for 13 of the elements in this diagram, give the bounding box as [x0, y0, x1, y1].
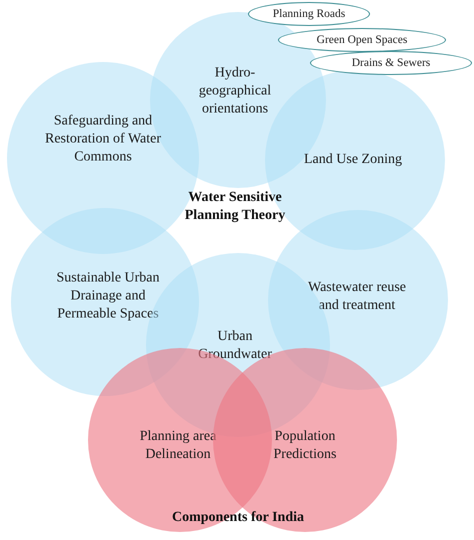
circle-label: Planning area Delineation [138, 428, 218, 464]
circle-label: Sustainable Urban Drainage and Permeable Spaces [55, 270, 161, 324]
group-heading: Components for India [171, 508, 305, 527]
circle-label: Hydro- geographical orientations [198, 64, 272, 120]
oval-tag: Planning Roads [248, 2, 370, 26]
circle-label: Land Use Zoning [303, 150, 403, 169]
circle-label: Urban Groundwater [197, 328, 273, 364]
group-heading: Water Sensitive Planning Theory [184, 188, 286, 225]
circle-label: Wastewater reuse and treatment [307, 278, 407, 315]
oval-tag: Green Open Spaces [278, 28, 446, 52]
oval-tag: Drains & Sewers [310, 51, 472, 75]
circle-label: Safeguarding and Restoration of Water Commons [44, 112, 162, 168]
circle-label: Population Predictions [272, 428, 338, 464]
